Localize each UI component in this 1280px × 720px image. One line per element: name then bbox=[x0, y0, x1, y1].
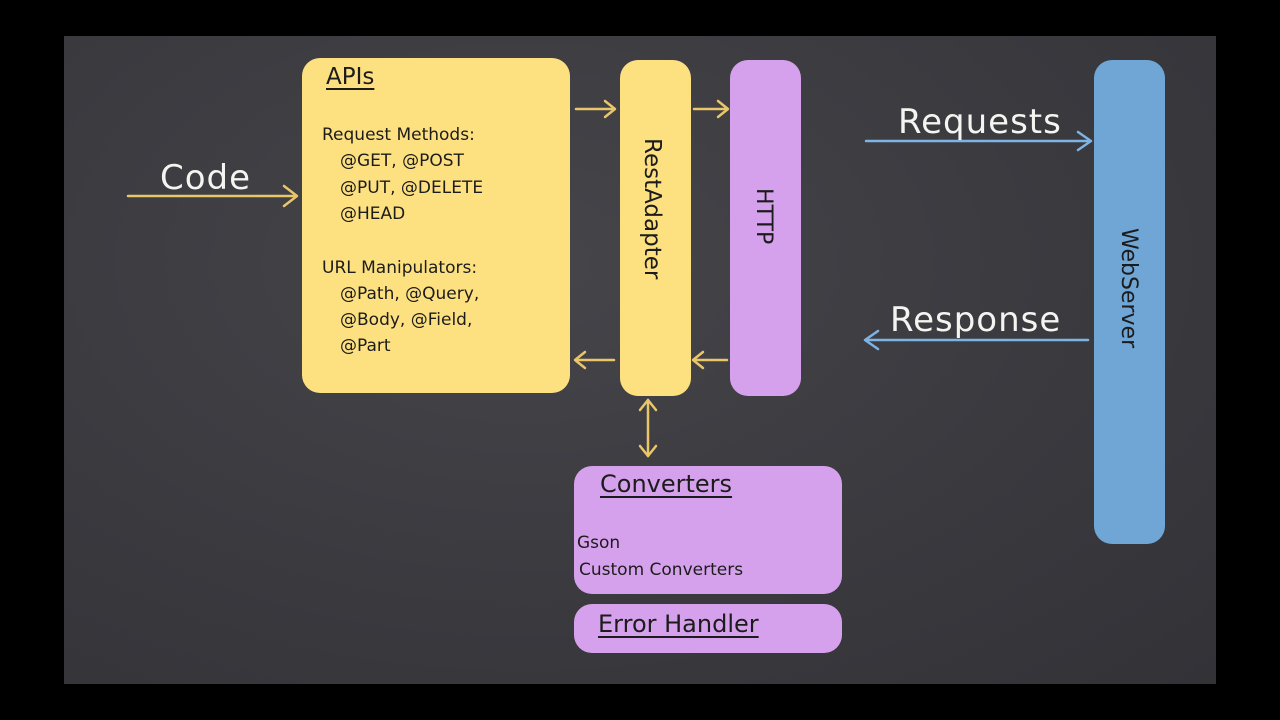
webserver-box: WebServer bbox=[1094, 60, 1165, 544]
apis-to-restadapter-arrow bbox=[574, 99, 617, 119]
http-label: HTTP bbox=[751, 188, 776, 245]
rest-adapter-label: RestAdapter bbox=[639, 138, 665, 280]
request-method-put-delete: @PUT, @DELETE bbox=[340, 178, 484, 198]
rest-adapter-box: RestAdapter bbox=[620, 60, 691, 396]
code-arrow bbox=[126, 184, 299, 208]
converter-gson: Gson bbox=[577, 533, 621, 553]
requests-label: Requests bbox=[898, 102, 1062, 142]
error-handler-box: Error Handler bbox=[574, 604, 842, 653]
webserver-label: WebServer bbox=[1116, 228, 1141, 349]
restadapter-converters-arrow bbox=[638, 398, 658, 458]
url-manipulator-body-field: @Body, @Field, bbox=[340, 310, 473, 330]
converters-title: Converters bbox=[600, 470, 733, 498]
response-arrow bbox=[863, 329, 1090, 351]
requests-arrow bbox=[864, 130, 1093, 152]
response-label: Response bbox=[890, 300, 1062, 340]
converters-box: Converters Gson Custom Converters bbox=[574, 466, 842, 594]
apis-box: APIs Request Methods: @GET, @POST @PUT, … bbox=[302, 58, 570, 393]
converter-custom: Custom Converters bbox=[579, 560, 744, 580]
url-manipulator-path-query: @Path, @Query, bbox=[340, 284, 480, 304]
request-method-head: @HEAD bbox=[340, 204, 406, 224]
restadapter-to-apis-arrow bbox=[573, 350, 616, 370]
url-manipulators-heading: URL Manipulators: bbox=[322, 258, 478, 278]
http-box: HTTP bbox=[730, 60, 801, 396]
apis-title: APIs bbox=[326, 64, 375, 90]
code-label: Code bbox=[160, 158, 252, 198]
restadapter-to-http-arrow bbox=[692, 99, 730, 119]
http-to-restadapter-arrow bbox=[691, 350, 729, 370]
url-manipulator-part: @Part bbox=[340, 336, 391, 356]
request-methods-heading: Request Methods: bbox=[322, 125, 475, 145]
error-handler-title: Error Handler bbox=[598, 610, 759, 638]
request-method-get-post: @GET, @POST bbox=[340, 151, 464, 171]
